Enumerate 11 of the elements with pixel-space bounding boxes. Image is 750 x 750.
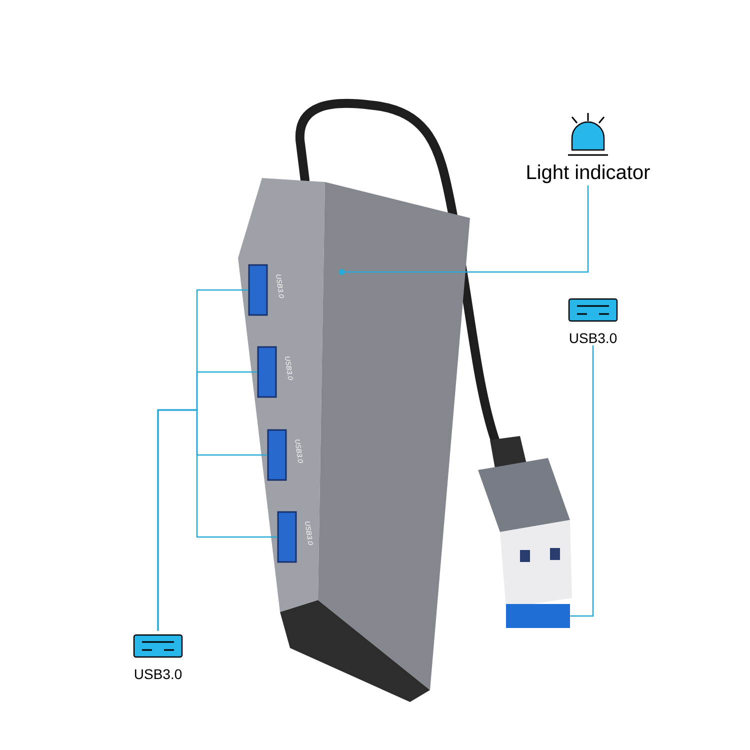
label-text: USB3.0 (570, 333, 617, 344)
leader-line (570, 345, 594, 617)
usb-port (257, 346, 277, 398)
usb-port (267, 429, 287, 481)
plug-tip (506, 604, 570, 628)
usb-port (248, 264, 268, 316)
leader-line (345, 185, 589, 273)
indicator-light (339, 269, 345, 275)
usb-port (277, 511, 297, 563)
label-text: Light indicator (527, 164, 650, 184)
label-text: USB3.0 (134, 669, 182, 680)
